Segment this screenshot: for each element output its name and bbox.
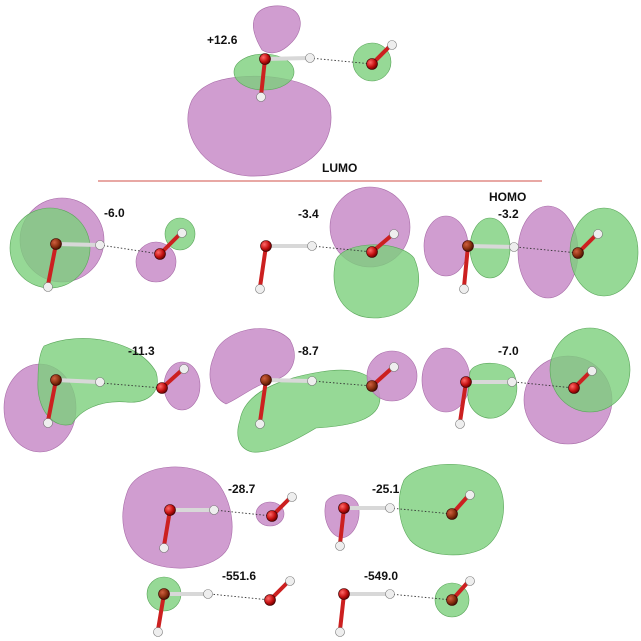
energy-label: -11.3 <box>128 344 155 358</box>
orbital-minus-25-1: -25.1 <box>324 464 504 556</box>
lobe-negative <box>187 75 332 177</box>
energy-label: -8.7 <box>298 344 319 358</box>
energy-label: -549.0 <box>364 569 398 583</box>
orbital-minus-549-0: -549.0 <box>335 569 475 637</box>
orbital-minus-7-0: -7.0 <box>421 327 631 445</box>
lumo-label: LUMO <box>322 161 357 175</box>
lobe-positive <box>237 369 381 453</box>
orbital-minus-3-2: -3.2 <box>423 205 639 299</box>
energy-label: -25.1 <box>372 482 400 496</box>
homo-label: HOMO <box>489 190 526 204</box>
orbital-lumo: +12.6 <box>187 5 397 177</box>
lobe-negative <box>122 466 233 569</box>
energy-label: -6.0 <box>104 206 125 220</box>
oxygen-atom <box>366 58 378 70</box>
lobe-positive <box>333 244 419 319</box>
orbital-minus-6-0: -6.0 <box>9 197 196 292</box>
energy-label: -7.0 <box>498 344 519 358</box>
energy-label: +12.6 <box>207 33 238 47</box>
energy-label: -3.4 <box>298 207 319 221</box>
orbital-minus-8-7: -8.7 <box>209 328 418 453</box>
lobe-positive <box>467 362 518 419</box>
lobe-negative <box>423 215 469 277</box>
energy-label: -28.7 <box>228 482 256 496</box>
orbital-minus-551-6: -551.6 <box>146 569 295 637</box>
lobe-negative <box>253 5 301 54</box>
orbital-minus-11-3: -11.3 <box>3 338 201 453</box>
lobe-negative <box>135 241 177 283</box>
hydrogen-atom <box>256 92 266 102</box>
hydrogen-atom <box>305 53 315 63</box>
orbital-minus-3-4: -3.4 <box>255 186 419 319</box>
oxygen-atom <box>259 53 271 65</box>
lobe-negative <box>366 350 418 402</box>
lobe-positive <box>569 207 639 297</box>
energy-label: -551.6 <box>222 569 256 583</box>
hydrogen-atom <box>387 40 397 50</box>
orbital-minus-28-7: -28.7 <box>122 466 297 569</box>
energy-label: -3.2 <box>498 207 519 221</box>
